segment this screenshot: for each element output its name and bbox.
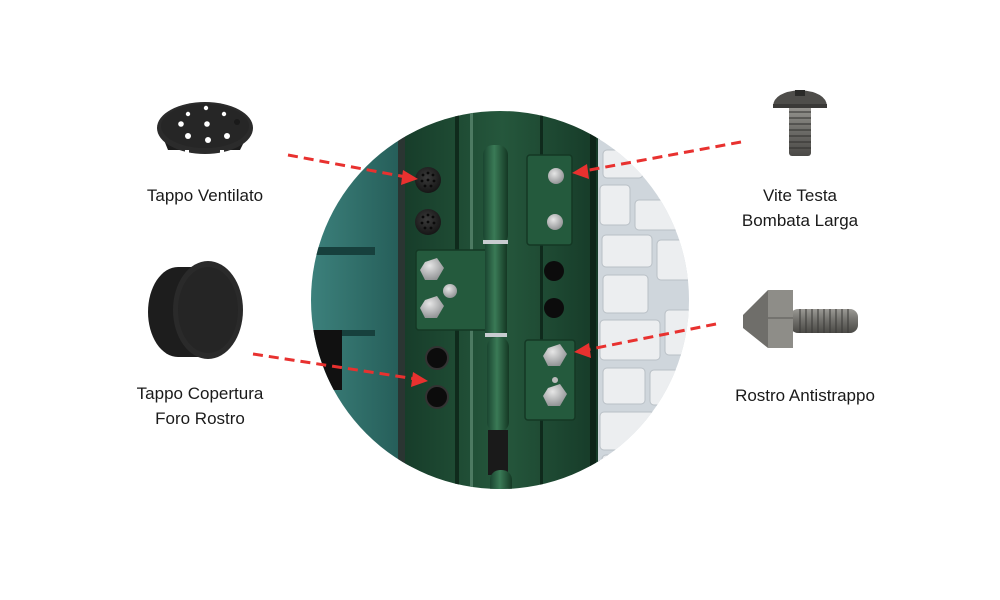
arrowheads [401, 164, 591, 387]
label-vite-testa: Vite Testa Bombata Larga [710, 183, 890, 233]
arrow-vite-testa [583, 140, 742, 173]
anti-lift-bolt-icon [743, 290, 858, 348]
pan-head-screw-icon [773, 90, 827, 156]
callout-arrows [252, 140, 742, 381]
label-line: Tappo Ventilato [146, 186, 264, 205]
arrow-tappo-ventilato [287, 153, 407, 179]
label-line: Tappo Copertura [136, 384, 264, 403]
label-rostro: Rostro Antistrappo [700, 383, 910, 408]
arrow-rostro [585, 322, 717, 352]
vented-cap-icon [157, 102, 253, 162]
label-tappo-ventilato: Tappo Ventilato [120, 183, 290, 208]
label-line: Vite Testa [762, 186, 838, 205]
label-line: Rostro Antistrappo [735, 386, 875, 405]
label-line: Bombata Larga [741, 211, 859, 230]
cover-cap-icon [148, 261, 243, 359]
label-line: Foro Rostro [155, 409, 245, 428]
arrow-tappo-copertura [252, 352, 417, 381]
label-tappo-copertura: Tappo Copertura Foro Rostro [110, 381, 290, 431]
